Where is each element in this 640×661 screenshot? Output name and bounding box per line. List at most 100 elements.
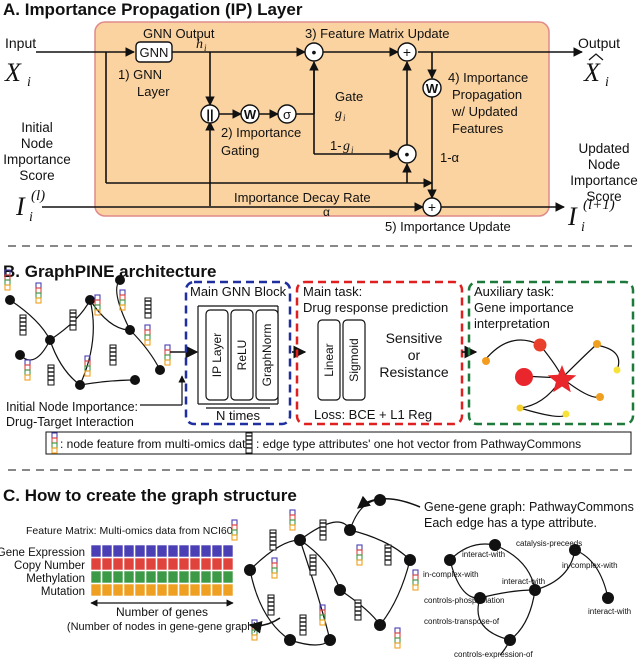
edge-label-5: interact-with bbox=[502, 577, 545, 586]
matrix-cell bbox=[211, 570, 223, 584]
matrix-cell bbox=[101, 544, 113, 558]
matrix-cell bbox=[90, 570, 102, 584]
matrix-cell bbox=[222, 557, 234, 571]
sigmoid-block bbox=[342, 319, 366, 401]
multiply-symbol-bottom: • bbox=[405, 146, 410, 162]
main-gnn-block bbox=[184, 280, 292, 426]
matrix-cell bbox=[145, 544, 157, 558]
graphnorm-label: GraphNorm bbox=[260, 324, 274, 387]
matrix-cell bbox=[123, 570, 135, 584]
section-b-title: B. GraphPINE architecture bbox=[3, 262, 217, 281]
matrix-cell bbox=[123, 557, 135, 571]
outcome-line1: Sensitive bbox=[386, 330, 443, 346]
edge-type-graph bbox=[444, 539, 614, 656]
svg-text:Score: Score bbox=[19, 168, 54, 183]
linear-block bbox=[317, 319, 341, 401]
aux-task-line1: Auxiliary task: bbox=[474, 284, 554, 299]
edge-label-2: interact-with bbox=[462, 550, 505, 559]
matrix-cell bbox=[134, 583, 146, 597]
input-label: Input bbox=[5, 35, 36, 51]
decay-label: Importance Decay Rate bbox=[234, 190, 371, 205]
n-times-label: N times bbox=[216, 408, 261, 423]
svg-text:Importance: Importance bbox=[3, 152, 71, 167]
relu-block bbox=[230, 309, 254, 401]
add-symbol-bottom: + bbox=[428, 199, 436, 215]
matrix-cell bbox=[156, 544, 168, 558]
outcome-line3: Resistance bbox=[379, 364, 448, 380]
output-sub: i bbox=[605, 75, 609, 90]
matrix-cell bbox=[112, 544, 124, 558]
aux-task-line2: Gene importance bbox=[474, 300, 574, 315]
matrix-cell bbox=[200, 557, 212, 571]
svg-text:Features: Features bbox=[452, 121, 504, 136]
svg-text:Drug-Target Interaction: Drug-Target Interaction bbox=[6, 415, 134, 429]
concat-symbol: || bbox=[206, 107, 213, 122]
step1-line1: 1) GNN bbox=[118, 67, 162, 82]
step3-label: 3) Feature Matrix Update bbox=[305, 26, 450, 41]
matrix-cell bbox=[112, 570, 124, 584]
h-sub: i bbox=[204, 43, 207, 53]
feature-matrix bbox=[90, 544, 234, 597]
gate-label: Gate bbox=[335, 89, 363, 104]
svg-text:w/ Updated: w/ Updated bbox=[451, 104, 518, 119]
matrix-cell bbox=[123, 583, 135, 597]
edge-label-3: in-complex-with bbox=[423, 570, 479, 579]
one-minus-alpha: 1-α bbox=[440, 150, 460, 165]
output-var: X bbox=[583, 58, 601, 87]
matrix-cell bbox=[101, 557, 113, 571]
matrix-cell bbox=[178, 544, 190, 558]
edge-label-6: controls-phospholation bbox=[424, 596, 505, 605]
matrix-cell bbox=[200, 583, 212, 597]
matrix-cell bbox=[167, 557, 179, 571]
svg-text:Node: Node bbox=[21, 136, 53, 151]
matrix-cell bbox=[123, 544, 135, 558]
matrix-cell bbox=[222, 583, 234, 597]
matrix-cell bbox=[167, 583, 179, 597]
matrix-cell bbox=[134, 544, 146, 558]
ip-layer-label: IP Layer bbox=[210, 333, 224, 377]
h-var: h bbox=[196, 37, 203, 52]
gnn-output-label: GNN Output bbox=[143, 26, 215, 41]
section-a: A. Importance Propagation (IP) Layer Inp… bbox=[3, 0, 638, 235]
legend-node-text: : node feature from multi-omics data bbox=[60, 437, 252, 451]
svg-text:Initial Node Importance:: Initial Node Importance: bbox=[6, 400, 138, 414]
multiply-symbol-top: • bbox=[312, 44, 317, 60]
legend-edge-text: : edge type attributes' one hot vector f… bbox=[256, 437, 581, 451]
matrix-cell bbox=[101, 570, 113, 584]
add-symbol-top: + bbox=[403, 44, 411, 60]
step2-line1: 2) Importance bbox=[221, 125, 301, 140]
updated-score-var: I bbox=[567, 202, 578, 231]
initial-importance-label: Initial Node Importance: Drug-Target Int… bbox=[6, 400, 138, 429]
updated-score-sub: i bbox=[581, 220, 585, 235]
one-minus-g-prefix: 1- bbox=[330, 138, 342, 153]
svg-text:Node: Node bbox=[588, 157, 620, 172]
add-node-bottom bbox=[422, 197, 442, 217]
pathway-to-graph-arrow bbox=[357, 495, 421, 509]
matrix-cell bbox=[90, 544, 102, 558]
matrix-cell bbox=[101, 583, 113, 597]
one-minus-g-var: g bbox=[343, 139, 350, 154]
add-node-top bbox=[397, 42, 417, 62]
svg-text:Updated: Updated bbox=[578, 141, 629, 156]
num-genes-line1: Number of genes bbox=[116, 605, 208, 619]
matrix-cell bbox=[178, 557, 190, 571]
matrix-cell bbox=[178, 583, 190, 597]
initial-score-label: Initial Node Importance Score bbox=[3, 120, 71, 183]
matrix-cell bbox=[222, 570, 234, 584]
legend-box bbox=[45, 431, 632, 455]
input-sub: i bbox=[27, 75, 31, 90]
matrix-cell bbox=[156, 570, 168, 584]
matrix-cell bbox=[156, 583, 168, 597]
edge-label-9: controls-expression-of bbox=[454, 650, 533, 659]
matrix-cell bbox=[90, 583, 102, 597]
gnn-box-label: GNN bbox=[140, 45, 169, 60]
matrix-to-graph-arrow bbox=[248, 617, 281, 634]
initial-score-sub: i bbox=[29, 210, 33, 225]
svg-text:Importance: Importance bbox=[570, 173, 638, 188]
edge-label-7: interact-with bbox=[588, 607, 631, 616]
section-a-title: A. Importance Propagation (IP) Layer bbox=[3, 0, 303, 19]
matrix-cell bbox=[134, 570, 146, 584]
matrix-cell bbox=[200, 544, 212, 558]
matrix-cell bbox=[134, 557, 146, 571]
matrix-cell bbox=[189, 544, 201, 558]
